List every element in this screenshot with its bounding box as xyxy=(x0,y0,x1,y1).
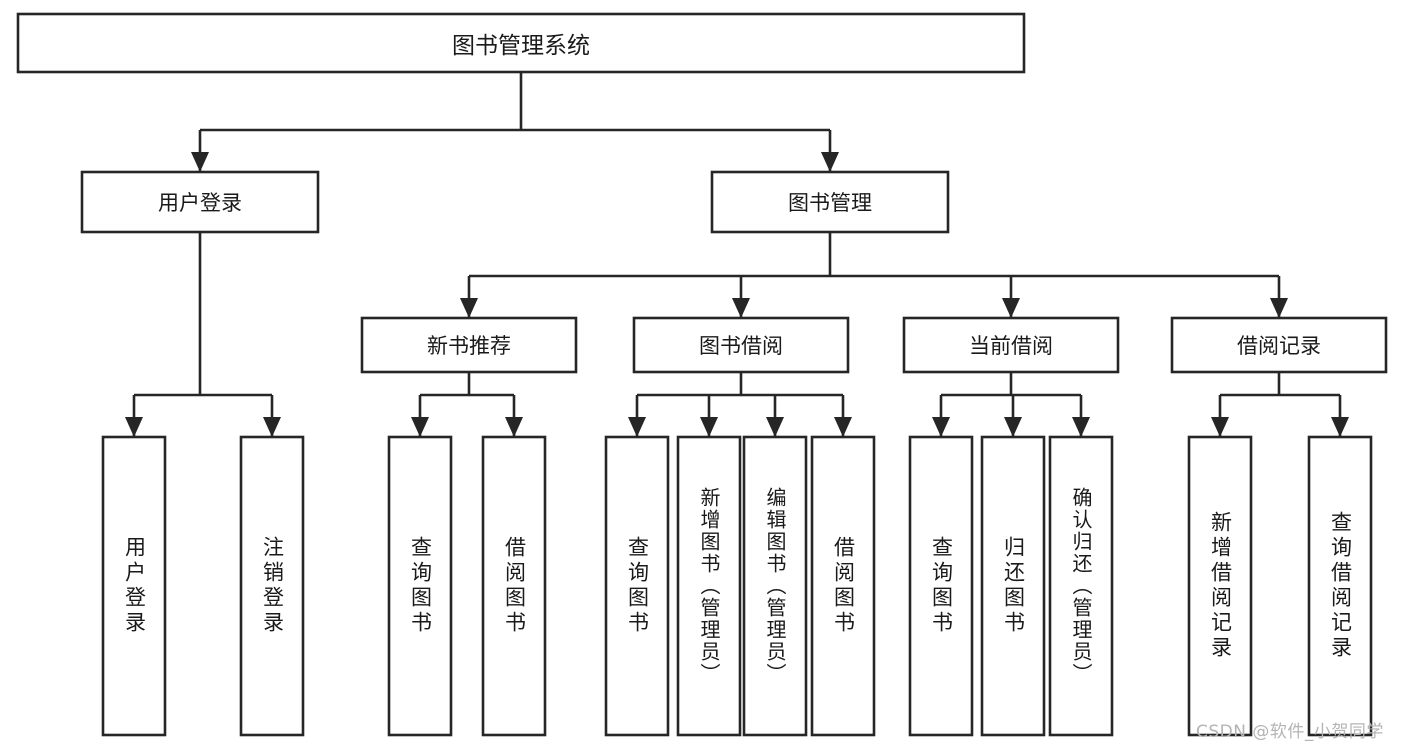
node-box-root[interactable] xyxy=(16,12,1026,74)
arrow-head-icon xyxy=(1211,417,1229,437)
node-box-book_manage[interactable] xyxy=(710,170,950,234)
nodes-layer xyxy=(16,12,1388,737)
arrow-head-icon xyxy=(732,298,750,318)
arrow-head-icon xyxy=(411,417,429,437)
arrow-head-icon xyxy=(1072,417,1090,437)
node-box-current_borrow[interactable] xyxy=(902,316,1120,374)
arrow-head-icon xyxy=(1004,417,1022,437)
node-box-leaf_edit_book[interactable] xyxy=(742,435,808,737)
node-box-leaf_confirm_return[interactable] xyxy=(1048,435,1114,737)
node-box-leaf_query_book_3[interactable] xyxy=(908,435,974,737)
arrow-head-icon xyxy=(125,417,143,437)
node-box-leaf_user_logout[interactable] xyxy=(239,435,305,737)
arrow-head-icon xyxy=(834,417,852,437)
arrow-head-icon xyxy=(505,417,523,437)
arrow-head-icon xyxy=(766,417,784,437)
edges-layer xyxy=(125,72,1349,437)
arrow-head-icon xyxy=(700,417,718,437)
node-box-leaf_add_book[interactable] xyxy=(676,435,742,737)
arrow-head-icon xyxy=(628,417,646,437)
node-box-leaf_query_book_2[interactable] xyxy=(604,435,670,737)
arrow-head-icon xyxy=(1270,298,1288,318)
arrow-head-icon xyxy=(263,417,281,437)
arrow-head-icon xyxy=(1002,298,1020,318)
node-box-new_book_rec[interactable] xyxy=(360,316,578,374)
node-box-leaf_return_book[interactable] xyxy=(980,435,1046,737)
node-box-leaf_add_record[interactable] xyxy=(1187,435,1253,737)
node-box-leaf_borrow_book_2[interactable] xyxy=(810,435,876,737)
node-box-user_login[interactable] xyxy=(80,170,320,234)
node-box-leaf_query_book_1[interactable] xyxy=(387,435,453,737)
arrow-head-icon xyxy=(821,152,839,172)
node-box-leaf_query_record[interactable] xyxy=(1307,435,1373,737)
node-box-borrow_record[interactable] xyxy=(1170,316,1388,374)
arrow-head-icon xyxy=(1331,417,1349,437)
node-box-leaf_user_login[interactable] xyxy=(101,435,167,737)
node-box-leaf_borrow_book_1[interactable] xyxy=(481,435,547,737)
arrow-head-icon xyxy=(191,152,209,172)
arrow-head-icon xyxy=(460,298,478,318)
arrow-head-icon xyxy=(932,417,950,437)
node-box-book_borrow[interactable] xyxy=(632,316,850,374)
csdn-watermark: CSDN @软件_小贺同学 xyxy=(1196,722,1384,742)
